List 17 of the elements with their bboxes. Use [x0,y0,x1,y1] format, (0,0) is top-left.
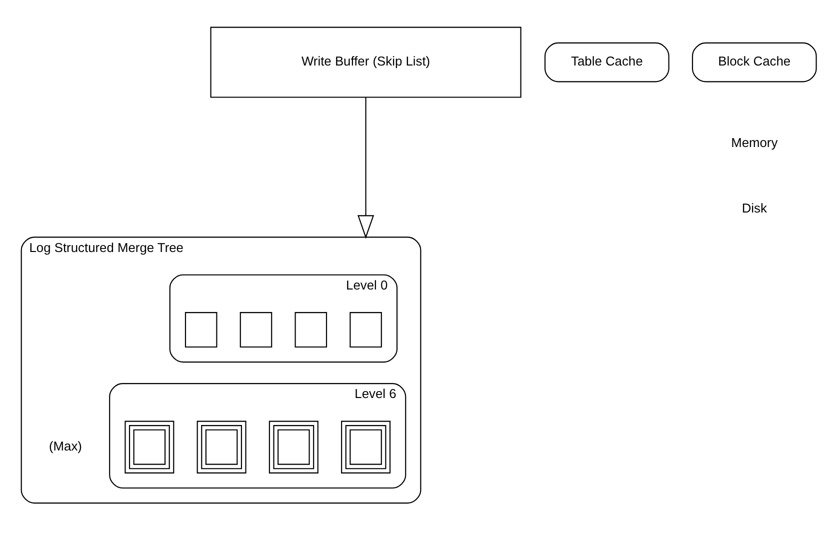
node-box [294,312,328,348]
cluster: Level 6 [109,383,406,489]
node-box [350,312,382,348]
node-box [240,312,272,348]
arrow [358,98,374,239]
label: Disk [742,200,767,216]
node-box [196,420,246,474]
node-box [184,312,218,348]
node-box [341,420,391,474]
node-box: Block Cache [692,42,817,82]
label: Memory [731,134,778,150]
node-box [268,420,318,474]
node-box: Write Buffer (Skip List) [210,26,522,98]
node-label: (Max) [48,438,82,454]
node-box [124,420,174,474]
node-box: Table Cache [544,42,670,82]
cluster: Level 0 [169,274,398,363]
